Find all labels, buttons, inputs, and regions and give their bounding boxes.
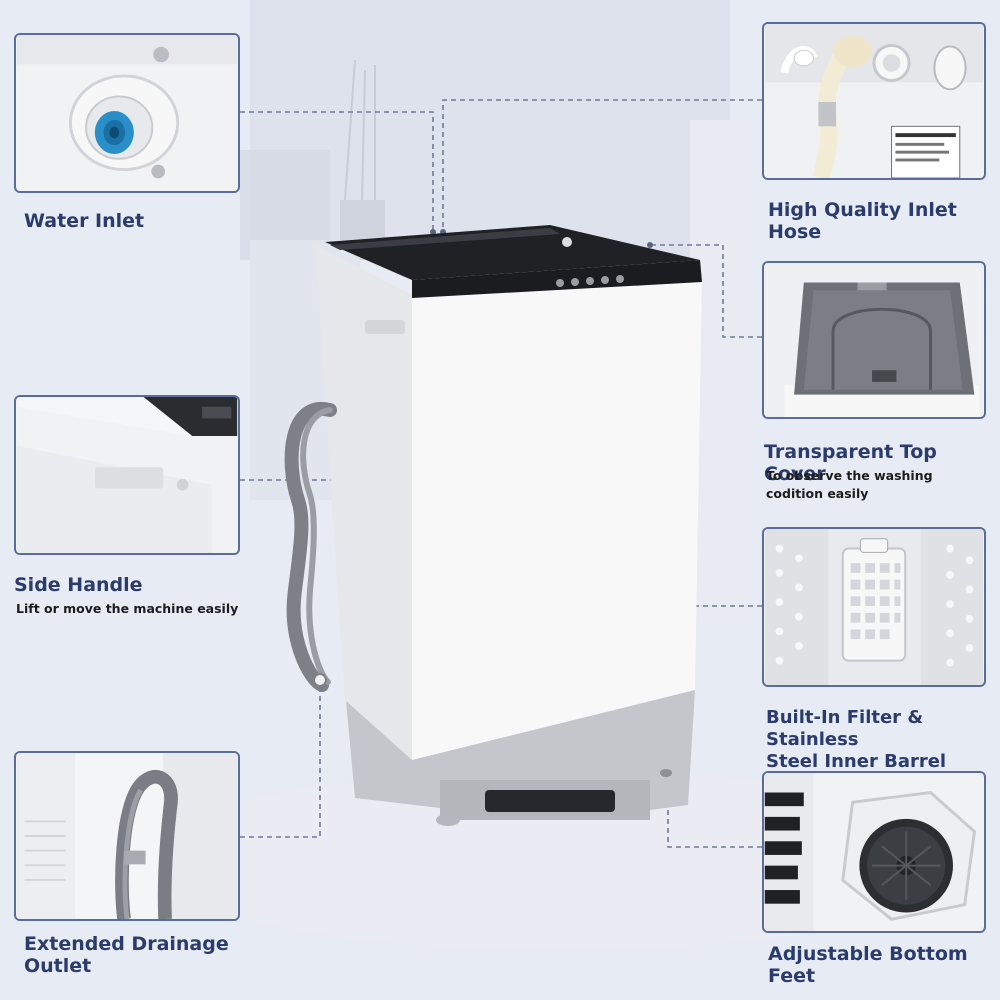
side-handle-description: Lift or move the machine easily — [16, 601, 239, 616]
filter-panel — [762, 527, 986, 687]
feet-panel — [762, 771, 986, 933]
top-cover-label: Transparent Top Cover — [764, 441, 937, 485]
drainage-label: Extended Drainage Outlet — [24, 933, 229, 977]
washing-machine-image — [284, 225, 702, 826]
top-cover-panel — [762, 261, 986, 419]
bottom-foot-photo — [764, 773, 984, 931]
inlet-hose-photo — [764, 24, 984, 178]
side-handle-panel — [14, 395, 240, 555]
filter-barrel-photo — [764, 529, 984, 685]
water-inlet-panel — [14, 33, 240, 193]
side-handle-label: Side Handle — [14, 574, 143, 596]
feet-label: Adjustable Bottom Feet — [768, 943, 968, 987]
water-inlet-photo — [16, 35, 238, 191]
drain-hose-photo — [16, 753, 238, 919]
top-cover-description: To observe the washing codition easily — [766, 468, 933, 501]
inlet-hose-panel — [762, 22, 986, 180]
top-cover-photo — [764, 263, 984, 417]
inlet-hose-label: High Quality Inlet Hose — [768, 199, 957, 243]
drainage-panel — [14, 751, 240, 921]
water-inlet-label: Water Inlet — [24, 210, 145, 232]
side-handle-photo — [16, 397, 238, 553]
filter-label: Built-In Filter & Stainless Steel Inner … — [766, 707, 947, 772]
